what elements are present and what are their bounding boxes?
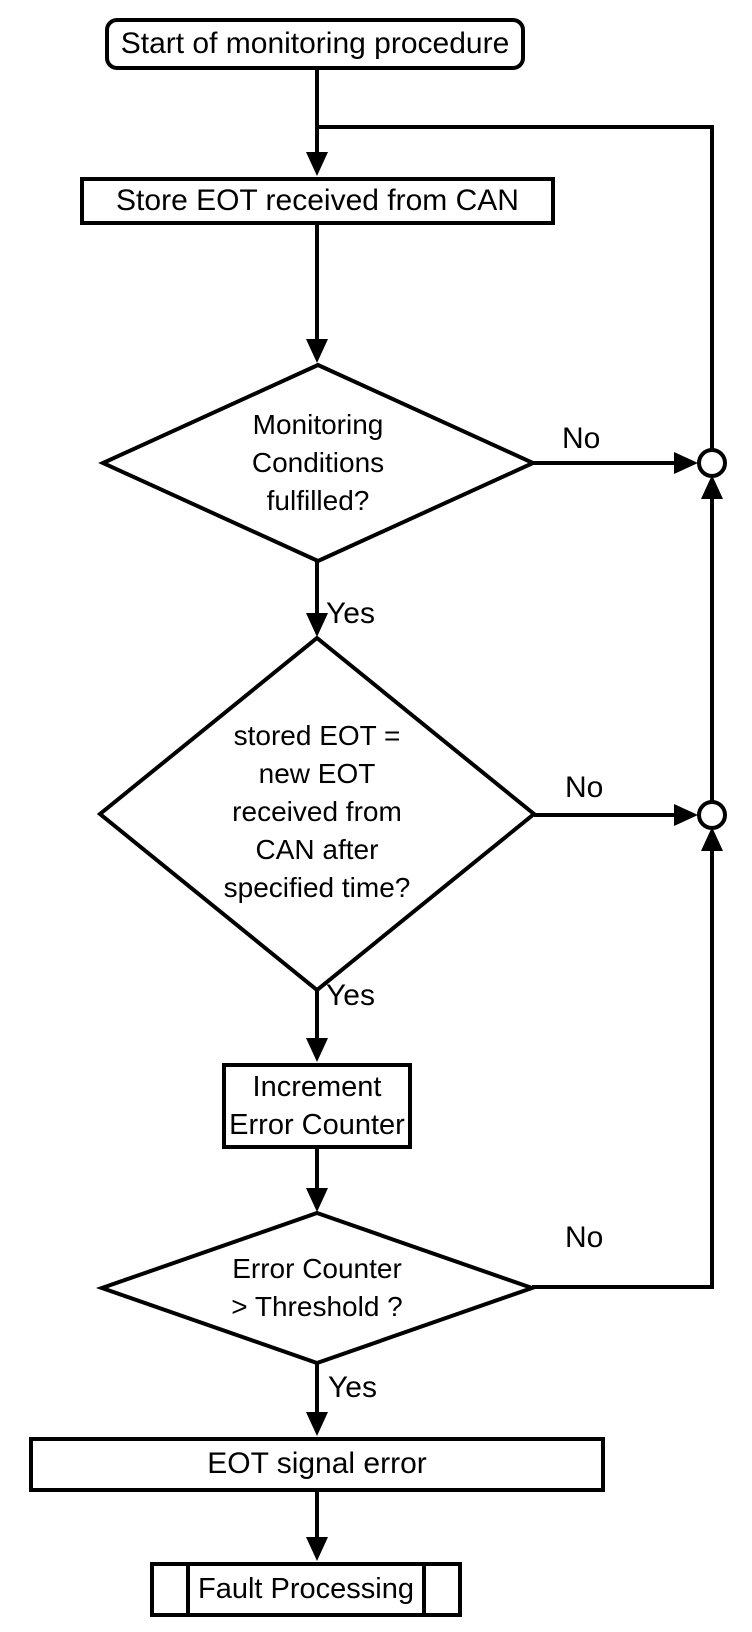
node-fault-processing: Fault Processing xyxy=(150,1562,462,1617)
node-start: Start of monitoring procedure xyxy=(105,18,525,70)
decision-stored-eot-compare xyxy=(96,635,538,993)
node-fault-processing-label: Fault Processing xyxy=(198,1572,414,1605)
edge-loopback-top xyxy=(317,125,714,450)
edge-label-threshold-yes: Yes xyxy=(328,1371,377,1404)
node-increment-error-counter-label: Increment Error Counter xyxy=(229,1071,405,1141)
decision-monitoring-conditions-label: Monitoring Conditions fulfilled? xyxy=(251,409,385,516)
edge-label-compare-yes: Yes xyxy=(326,979,375,1012)
decision-error-counter-threshold-label: Error Counter > Threshold ? xyxy=(231,1253,403,1322)
node-store-eot: Store EOT received from CAN xyxy=(80,177,555,225)
node-increment-error-counter: Increment Error Counter xyxy=(222,1063,412,1149)
arrowhead-into-eot-error xyxy=(306,1412,328,1436)
arrowhead-into-threshold xyxy=(306,1188,328,1212)
arrowhead-into-store xyxy=(306,152,328,176)
decision-error-counter-threshold xyxy=(95,1210,539,1366)
arrowhead-up-into-connector-2 xyxy=(701,827,723,851)
arrowhead-into-monitoring xyxy=(306,339,328,363)
arrowhead-into-increment xyxy=(306,1038,328,1062)
node-store-eot-label: Store EOT received from CAN xyxy=(116,183,519,217)
arrowhead-into-compare xyxy=(306,613,328,637)
arrowhead-into-connector-2 xyxy=(674,804,698,826)
edge-label-monitoring-yes: Yes xyxy=(326,597,375,630)
node-eot-signal-error-label: EOT signal error xyxy=(207,1447,427,1481)
edge-threshold-no xyxy=(532,850,714,1289)
edge-label-monitoring-no: No xyxy=(562,422,601,455)
connector-circle-1 xyxy=(697,448,727,478)
arrowhead-into-connector-1 xyxy=(674,452,698,474)
arrowhead-into-fault xyxy=(306,1537,328,1561)
decision-monitoring-conditions xyxy=(98,362,538,564)
node-eot-signal-error: EOT signal error xyxy=(29,1437,605,1492)
arrowhead-up-into-connector-1 xyxy=(701,475,723,499)
edge-label-threshold-no: No xyxy=(565,1221,604,1254)
edge-label-compare-no: No xyxy=(565,771,604,804)
connector-circle-2 xyxy=(697,800,727,830)
predefined-process-left-bar xyxy=(186,1566,190,1613)
node-start-label: Start of monitoring procedure xyxy=(120,26,510,60)
predefined-process-right-bar xyxy=(422,1566,426,1613)
decision-stored-eot-compare-label: stored EOT = new EOT received from CAN a… xyxy=(223,720,411,903)
